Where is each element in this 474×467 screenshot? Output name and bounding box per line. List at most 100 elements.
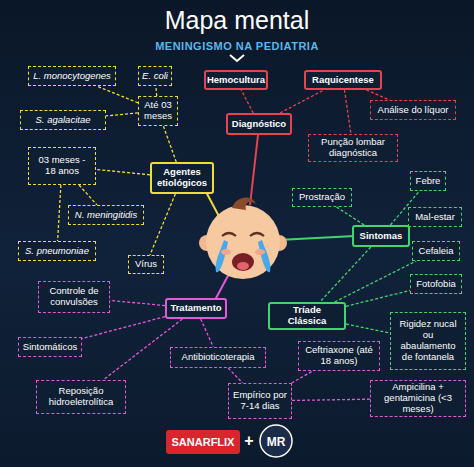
node-text: Sintomas <box>360 231 403 242</box>
branch-connector <box>280 90 324 113</box>
node-text: L. monocytogenes <box>33 71 111 82</box>
branch-connector <box>150 194 175 255</box>
branch-connector <box>201 319 214 347</box>
baby-tongue <box>237 262 249 270</box>
logo-text: MR <box>260 435 292 449</box>
branch-connector <box>346 290 410 306</box>
subtopic-box: Prostração <box>292 188 352 207</box>
subtopic-box: N. meningitidis <box>68 205 144 225</box>
node-text: Sintomáticos <box>23 342 77 353</box>
node-text: S. pneumoniae <box>25 246 89 257</box>
logo-text: SANARFLIX <box>166 436 240 448</box>
topic-box: Raquicentese <box>304 70 382 90</box>
node-text: Prostração <box>299 192 345 203</box>
node-text: Tríade Clássica <box>273 305 341 327</box>
branch-connector <box>110 300 165 305</box>
baby-mouth <box>232 253 254 271</box>
subtopic-box: Sintomáticos <box>18 337 82 357</box>
subtopic-box: Febre <box>410 171 446 191</box>
topic-box: Agentes etiológicos <box>150 162 214 194</box>
subtopic-box: Cefaleia <box>412 241 460 261</box>
node-text: Febre <box>416 176 441 187</box>
subtopic-box: Vírus <box>128 255 164 274</box>
node-text: Até 03 meses <box>142 100 174 122</box>
subtopic-box: S. pneumoniae <box>18 241 96 261</box>
branch-connector <box>346 324 390 333</box>
subtopic-box: Controle de convulsões <box>38 281 110 313</box>
baby-cheek <box>221 249 231 255</box>
node-text: Antibioticoterapia <box>182 352 255 363</box>
node-text: Empírico por 7-14 dias <box>232 390 288 412</box>
branch-connector <box>82 317 165 339</box>
topic-box: Diagnóstico <box>226 113 292 135</box>
branch-connector <box>335 261 416 302</box>
subtopic-box: L. monocytogenes <box>28 66 116 86</box>
node-text: N. meningitidis <box>75 210 137 221</box>
branch-connector <box>97 86 138 103</box>
node-text: E. coli <box>142 71 168 82</box>
baby-tear <box>258 240 270 272</box>
subtopic-box: E. coli <box>138 66 172 86</box>
node-text: 03 meses - 18 anos <box>32 155 92 177</box>
topic-box: Tríade Clássica <box>268 302 346 330</box>
logo-text: + <box>241 432 257 450</box>
node-text: Raquicentese <box>312 75 374 86</box>
topic-box: Tratamento <box>165 298 227 319</box>
topic-box: Sintomas <box>352 225 410 247</box>
branch-connector <box>337 207 365 225</box>
branch-connector <box>320 247 371 302</box>
branch-connector <box>163 126 176 162</box>
baby-eye <box>250 233 264 236</box>
node-text: Tratamento <box>170 303 221 314</box>
node-text: Ampicilina + gentamicina (<3 meses) <box>374 382 462 415</box>
node-text: Agentes etiológicos <box>155 167 209 189</box>
topic-box: Hemocultura <box>204 70 268 90</box>
logo-badge <box>166 430 240 454</box>
branch-connector <box>106 113 138 116</box>
subtitle: MENINGISMO NA PEDIATRIA <box>0 40 474 52</box>
branch-connector <box>241 90 253 113</box>
logo-badge <box>260 425 292 457</box>
node-text: Diagnóstico <box>232 119 286 130</box>
subtopic-box: Fotofobia <box>410 274 462 294</box>
node-text: Controle de convulsões <box>42 286 106 308</box>
subtopic-box: Análise do líquor <box>370 100 456 120</box>
crying-baby <box>199 198 287 279</box>
subtopic-box: Ceftriaxone (até 18 anos) <box>298 341 380 371</box>
node-text: Vírus <box>135 259 157 270</box>
baby-tear <box>216 240 228 272</box>
branch-connector <box>292 371 313 383</box>
node-text: Ceftriaxone (até 18 anos) <box>302 345 376 367</box>
baby-cheek <box>255 249 265 255</box>
node-text: Punção lombar diagnóstica <box>312 137 394 159</box>
subtopic-box: Empírico por 7-14 dias <box>228 383 292 419</box>
baby-eye <box>222 233 236 236</box>
subtopic-box: S. agalacitae <box>20 110 106 130</box>
subtopic-box: Rigidez nucal ou abaulamento de fontanel… <box>390 312 466 370</box>
baby-head <box>206 205 280 279</box>
node-text: Fotofobia <box>416 279 456 290</box>
branch-connector <box>366 90 389 100</box>
subtopic-box: Reposição hidroeletrolítica <box>36 380 126 414</box>
baby-hair <box>232 198 256 210</box>
chevron <box>230 55 244 61</box>
node-text: Rigidez nucal ou abaulamento de fontanel… <box>394 319 462 363</box>
subtopic-box: Punção lombar diagnóstica <box>308 134 398 162</box>
branch-connector <box>96 169 150 174</box>
hub-line <box>215 272 230 300</box>
branch-connector <box>58 185 61 241</box>
node-text: S. agalacitae <box>36 115 91 126</box>
branch-connector <box>79 185 97 205</box>
branch-connector <box>155 86 157 96</box>
subtopic-box: 03 meses - 18 anos <box>28 147 96 185</box>
subtopic-box: Antibioticoterapia <box>170 347 266 368</box>
hub-line <box>250 135 258 205</box>
subtopic-box: Ampicilina + gentamicina (<3 meses) <box>370 380 466 417</box>
branch-connector <box>292 399 370 400</box>
subtopic-box: Até 03 meses <box>138 96 178 126</box>
map-title: Mapa mental <box>0 6 474 35</box>
hub-line <box>278 236 355 240</box>
node-text: Mal-estar <box>415 212 455 223</box>
branch-connector <box>228 368 242 383</box>
